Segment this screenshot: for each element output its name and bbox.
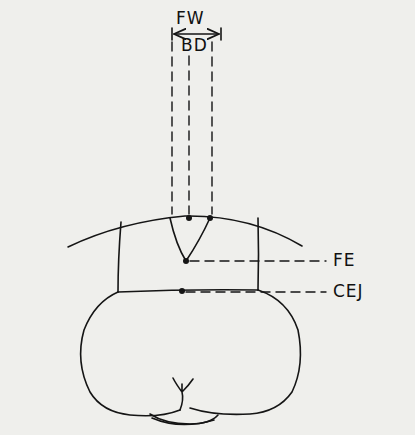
dashed-guides [172, 42, 212, 214]
landmark-label: CEJ [333, 283, 364, 300]
dimension-label: FW [176, 10, 205, 27]
dimension-label: BD [181, 37, 208, 54]
bone-crest [68, 216, 302, 247]
landmark-label: FE [333, 252, 356, 269]
crown-outline [81, 290, 301, 425]
landmark-dots [179, 215, 213, 294]
leader-lines [186, 261, 326, 292]
root-outline [118, 218, 259, 292]
